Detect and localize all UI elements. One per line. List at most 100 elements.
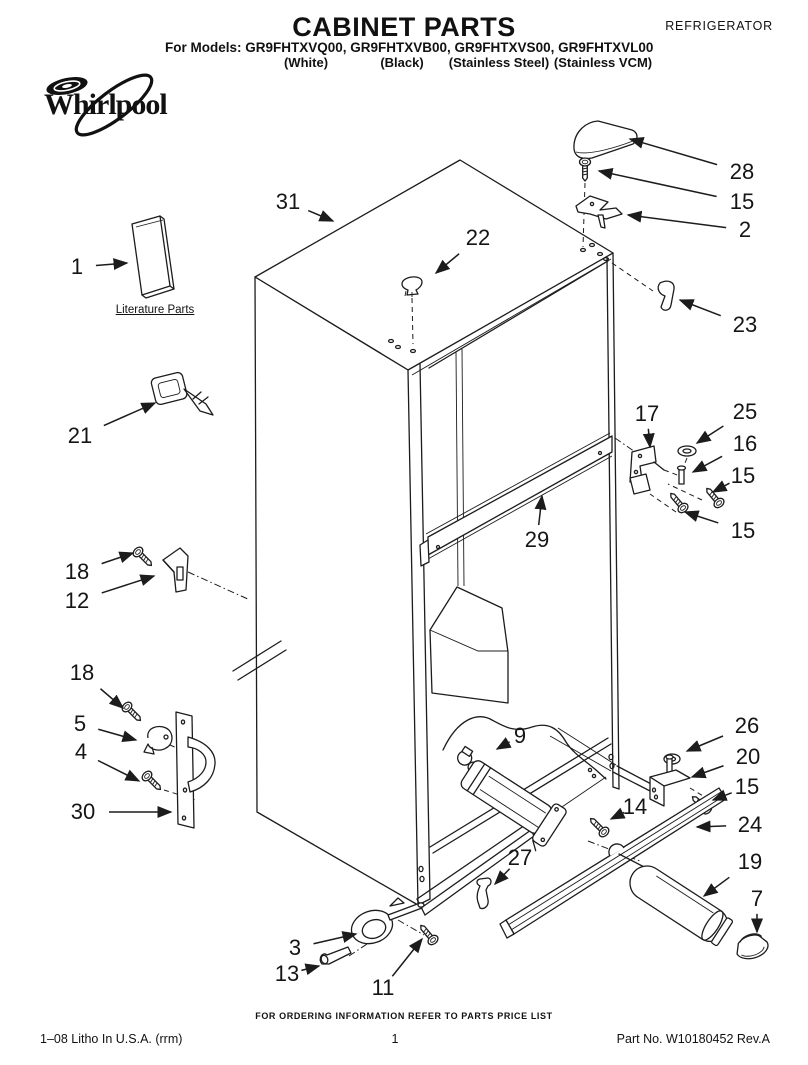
leader-14	[609, 807, 626, 820]
part-22-hole-plug	[401, 276, 423, 345]
part-13-pin	[319, 946, 352, 965]
leader-11	[391, 937, 423, 977]
leader-19	[702, 876, 730, 897]
callout-14: 14	[622, 794, 648, 819]
callout-29: 29	[524, 527, 550, 552]
callout-22: 22	[465, 225, 491, 250]
part-15-screw-top	[578, 157, 592, 248]
doc-type-label: REFRIGERATOR	[665, 19, 773, 33]
leader-17	[642, 428, 655, 449]
callout-15: 15	[730, 463, 756, 488]
callout-19: 19	[737, 849, 763, 874]
part-1-literature	[131, 215, 175, 299]
part-17-bracket	[629, 445, 681, 495]
part-2-bracket	[575, 195, 623, 229]
callout-24: 24	[737, 812, 763, 837]
finish-white: (White)	[283, 55, 329, 70]
callout-7: 7	[750, 886, 764, 911]
finish-stainless-steel: (Stainless Steel)	[448, 55, 550, 70]
leader-1	[95, 258, 129, 271]
leader-5	[98, 728, 138, 743]
callout-2: 2	[738, 217, 752, 242]
literature-parts-label: Literature Parts	[115, 304, 195, 316]
callout-1: 1	[70, 254, 84, 279]
part-19-drier	[629, 865, 734, 947]
part-12-clip	[162, 547, 251, 601]
callout-12: 12	[64, 588, 90, 613]
litho-note: 1–08 Litho In U.S.A. (rrm)	[40, 1032, 183, 1046]
finish-black: (Black)	[380, 55, 424, 70]
part-30-bracket	[175, 640, 287, 829]
page-title: CABINET PARTS	[292, 12, 516, 42]
leader-29	[534, 494, 547, 526]
callout-13: 13	[274, 961, 300, 986]
callout-27: 27	[507, 845, 533, 870]
part-29-center-rail	[419, 432, 642, 567]
callout-4: 4	[74, 739, 88, 764]
callout-23: 23	[732, 312, 758, 337]
callout-15: 15	[729, 189, 755, 214]
callout-15: 15	[730, 518, 756, 543]
document-part-number: Part No. W10180452 Rev.A	[616, 1032, 770, 1046]
part-7-cap	[736, 933, 769, 960]
part-20-bracket	[649, 754, 709, 807]
brand-logo-swoosh	[46, 73, 154, 137]
leader-3	[313, 931, 358, 945]
leader-27	[493, 868, 511, 886]
part-27-clip	[476, 877, 492, 910]
leader-12	[101, 574, 156, 594]
leader-31	[307, 209, 335, 222]
callout-17: 17	[634, 401, 660, 426]
part-28-cover	[573, 120, 638, 160]
part-23-clip	[611, 262, 675, 311]
leader-21	[103, 402, 157, 427]
callout-15: 15	[734, 774, 760, 799]
leader-9	[495, 737, 512, 750]
callout-25: 25	[732, 399, 758, 424]
leader-15	[597, 167, 717, 198]
brand-logo-text: Whirlpool	[44, 88, 168, 121]
callout-20: 20	[735, 744, 761, 769]
callout-18: 18	[69, 660, 95, 685]
callout-18: 18	[64, 559, 90, 584]
callout-30: 30	[70, 799, 96, 824]
leader-18	[99, 688, 125, 709]
callout-11: 11	[371, 975, 395, 1000]
part-16-pin	[676, 465, 687, 485]
part-9-compressor	[457, 745, 567, 852]
part-15-screw-mid-a	[667, 483, 727, 511]
callout-31: 31	[275, 189, 301, 214]
models-line: For Models: GR9FHTXVQ00, GR9FHTXVB00, GR…	[165, 40, 654, 55]
leader-28	[628, 137, 718, 166]
leader-26	[685, 735, 724, 752]
leader-13	[301, 963, 321, 976]
leader-15	[683, 510, 719, 524]
ordering-note: FOR ORDERING INFORMATION REFER TO PARTS …	[255, 1011, 553, 1021]
leader-22	[434, 253, 460, 274]
leader-16	[691, 455, 723, 473]
page-number: 1	[391, 1032, 399, 1046]
part-5-clamp	[143, 725, 187, 755]
part-21-support	[150, 371, 214, 416]
callout-28: 28	[729, 159, 755, 184]
callout-16: 16	[732, 431, 758, 456]
part-3-roller	[348, 897, 425, 957]
callout-3: 3	[288, 935, 302, 960]
leader-25	[695, 425, 724, 444]
leader-20	[690, 765, 724, 779]
leader-18	[101, 551, 135, 565]
callout-9: 9	[513, 723, 527, 748]
leader-4	[97, 759, 141, 782]
part-25-washer	[677, 445, 697, 469]
leader-2	[626, 210, 727, 229]
callout-21: 21	[67, 423, 93, 448]
leader-15	[711, 789, 732, 801]
leader-23	[678, 299, 722, 317]
finish-stainless-vcm: (Stainless VCM)	[553, 55, 653, 70]
leader-15	[711, 480, 730, 493]
callout-5: 5	[73, 711, 87, 736]
callout-26: 26	[734, 713, 760, 738]
